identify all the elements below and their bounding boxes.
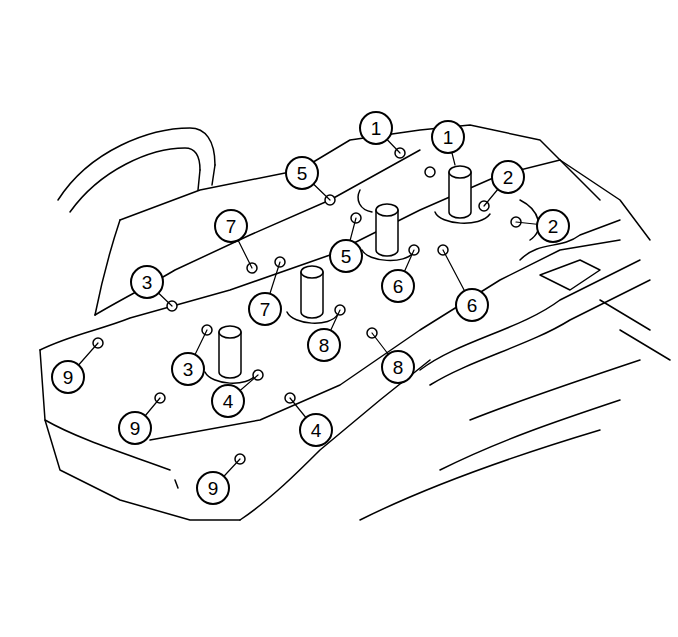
callout-number: 8 (393, 358, 404, 377)
callout-circle: 3 (171, 352, 205, 386)
callout-circle: 9 (51, 360, 85, 394)
callout-number: 3 (142, 273, 153, 292)
callout-circle: 8 (381, 350, 415, 384)
callout-number: 6 (467, 296, 478, 315)
callout-number: 5 (297, 164, 308, 183)
callout-number: 5 (341, 247, 352, 266)
callout-number: 9 (63, 368, 74, 387)
callout-number: 4 (223, 392, 234, 411)
callout-number: 2 (548, 217, 559, 236)
callout-number: 1 (371, 119, 382, 138)
callout-circle: 4 (299, 413, 333, 447)
callout-number: 3 (183, 360, 194, 379)
callout-number: 2 (503, 168, 514, 187)
callout-circle: 6 (381, 269, 415, 303)
callout-circle: 2 (491, 160, 525, 194)
callout-number: 6 (393, 277, 404, 296)
callout-circle: 6 (455, 288, 489, 322)
callout-circle: 5 (329, 239, 363, 273)
callout-number: 8 (319, 336, 330, 355)
callout-circle: 7 (214, 209, 248, 243)
callout-circle: 5 (285, 156, 319, 190)
callout-circle: 7 (248, 292, 282, 326)
callout-circle: 3 (130, 265, 164, 299)
callout-circle: 9 (196, 471, 230, 505)
callout-number: 1 (443, 128, 454, 147)
callout-circle: 1 (359, 111, 393, 145)
callout-circle: 4 (211, 384, 245, 418)
callout-number: 4 (311, 421, 322, 440)
callout-number: 9 (208, 479, 219, 498)
callout-number: 7 (226, 217, 237, 236)
callout-circle: 9 (118, 411, 152, 445)
callout-number: 7 (260, 300, 271, 319)
callout-circle: 8 (307, 328, 341, 362)
callout-circle: 2 (536, 209, 570, 243)
callout-number: 9 (130, 419, 141, 438)
callout-circle: 1 (431, 120, 465, 154)
